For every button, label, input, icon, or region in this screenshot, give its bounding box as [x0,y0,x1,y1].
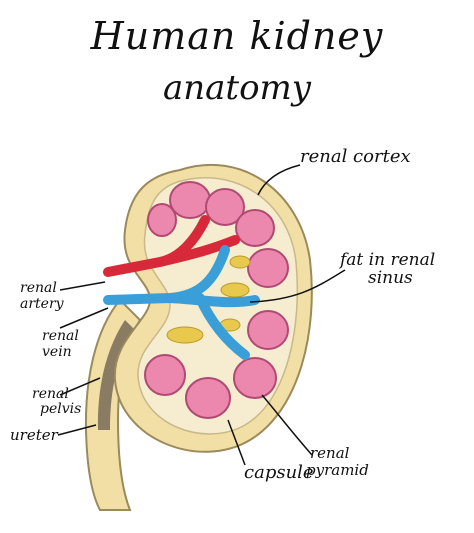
pyramid-2 [205,188,245,226]
ureter-lumen [97,320,135,430]
label-fat-in-renal-sinus-line2: sinus [368,268,413,288]
diagram-title: Human kidney [90,14,384,58]
label-renal-pyramid-line2: pyramid [306,461,369,479]
pyramid-3 [235,209,275,247]
label-capsule: capsule [244,462,314,483]
fat-in-sinus [166,255,251,344]
pyramid-7 [185,377,231,419]
label-ureter: ureter [10,426,59,444]
pyramid-6 [233,357,277,399]
diagram-subtitle: anatomy [162,68,312,108]
pyramid-8 [144,354,186,396]
label-renal-artery-line1: renal [20,280,57,296]
pyramid-1 [169,181,211,219]
pyramid-9 [147,203,177,237]
label-renal-vein-line2: vein [42,344,72,360]
label-renal-pelvis-line1: renal [32,386,69,402]
pyramid-4 [247,248,289,288]
label-renal-pelvis-line2: pelvis [40,401,81,417]
leader-lines [57,164,346,466]
renal-vein [103,245,260,360]
label-renal-vein-line1: renal [42,328,79,344]
label-renal-pyramid-line1: renal [310,444,350,462]
label-renal-cortex: renal cortex [300,146,411,167]
renal-pyramids [144,181,289,419]
label-renal-artery-line2: artery [20,296,65,312]
label-fat-in-renal-sinus-line1: fat in renal [338,250,435,270]
pyramid-5 [247,310,289,350]
renal-artery [103,215,240,277]
